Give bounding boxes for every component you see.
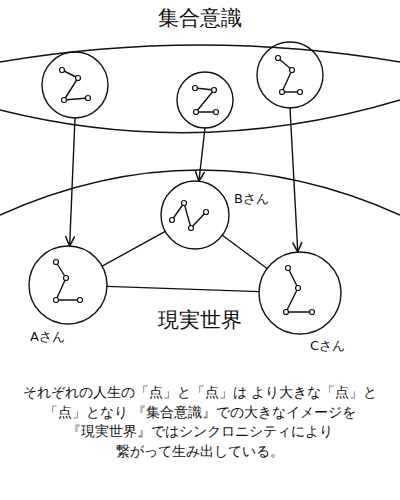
dot [64,276,69,281]
dot-path [286,268,312,312]
circle-edge [161,181,229,249]
dot-path [56,262,80,300]
dot [76,76,81,81]
circle-edge [29,246,107,324]
dot [193,86,198,91]
dot [189,226,194,231]
person-label: Aさん [30,329,65,345]
band-edge [0,45,400,62]
dot [276,56,281,61]
arrow [70,118,75,246]
circle-outline [258,251,342,335]
dot [286,266,291,271]
dot [212,88,217,93]
dot [298,90,303,95]
real-world-region: BさんAさんCさん現実世界 [0,160,400,370]
circle-edge [259,252,341,334]
person-label: Cさん [310,338,345,354]
dot [290,68,295,73]
person-circle: Bさん [160,180,230,250]
dot [284,310,289,315]
region-heading: 現実世界 [158,308,242,333]
dot [280,90,285,95]
link-line [107,286,259,291]
circle-outline [160,180,230,250]
arrow [199,128,205,181]
dot [78,298,83,303]
dot [204,210,209,215]
link-line [222,235,267,268]
idea-circle [257,42,323,108]
dot [54,260,59,265]
region-edge [0,170,400,215]
idea-circle [42,52,108,118]
dot [310,310,315,315]
caption-box: それぞれの人生の「点」と「点」は より大きな「点」と「点」となり 『集合意識』で… [20,383,380,461]
dot-path [62,70,88,100]
band-edge [0,100,400,133]
person-label: Bさん [234,191,269,207]
dot [86,96,91,101]
dot [182,201,187,206]
dot [62,98,67,103]
dot [214,110,219,115]
dot [194,110,199,115]
dot [60,68,65,73]
person-circle: Cさん [258,251,342,335]
region-heading: 集合意識 [158,6,242,31]
dot-path [172,203,206,228]
dot-path [195,88,216,112]
collective-band: 集合意識 [0,0,400,150]
idea-circle [177,72,233,128]
person-circle: Aさん [28,245,108,325]
dot [54,298,59,303]
circle-outline [28,245,108,325]
dot [296,286,301,291]
caption: それぞれの人生の「点」と「点」は より大きな「点」と「点」となり 『集合意識』で… [20,383,380,461]
arrow [290,108,298,252]
dot [170,218,175,223]
dot-path [278,58,300,92]
link-line [102,231,165,266]
